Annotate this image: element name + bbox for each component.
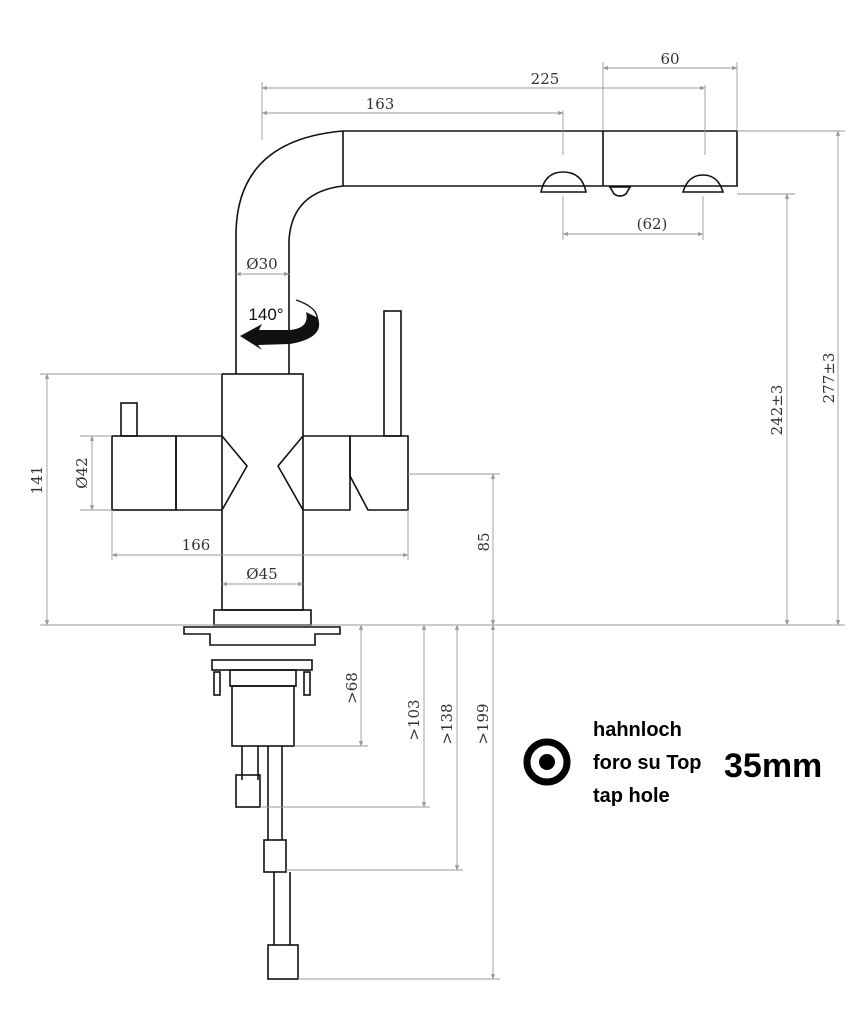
right-connector <box>277 435 351 511</box>
dim-min-138: >138 <box>438 703 456 744</box>
right-lever <box>383 310 402 437</box>
mounting-plate <box>183 626 341 646</box>
spray-head-right <box>681 174 725 193</box>
dim-min-68: >68 <box>343 672 361 704</box>
dim-diameter-42: Ø42 <box>73 457 91 488</box>
dim-242: 242±3 <box>768 385 786 436</box>
dim-163: 163 <box>366 95 395 113</box>
dim-141: 141 <box>28 466 46 495</box>
left-handle <box>111 435 177 511</box>
right-handle <box>349 435 409 511</box>
dim-min-199: >199 <box>474 703 492 744</box>
dim-166: 166 <box>182 536 211 554</box>
tap-hole-icon <box>523 738 571 786</box>
dim-min-103: >103 <box>405 699 423 740</box>
dim-85: 85 <box>475 532 493 551</box>
tap-hole-legend: hahnloch foro su Top tap hole 35mm <box>523 719 822 807</box>
left-lever <box>120 402 138 437</box>
spray-head-left <box>540 171 587 193</box>
legend-line-en: tap hole <box>593 785 670 807</box>
dim-diameter-30: Ø30 <box>246 255 277 273</box>
dimension-lines <box>40 62 845 980</box>
shank <box>231 685 295 747</box>
dim-diameter-45: Ø45 <box>246 565 277 583</box>
dim-62: (62) <box>637 215 668 233</box>
mounting-nut <box>211 659 313 671</box>
dimension-labels: 60 225 163 (62) Ø30 140° 141 Ø42 166 Ø45… <box>28 50 838 745</box>
dim-225: 225 <box>531 70 560 88</box>
faucet-outline <box>111 130 738 980</box>
dim-277: 277±3 <box>820 353 838 404</box>
rotation-angle: 140° <box>248 305 283 324</box>
legend-line-de: hahnloch <box>593 719 682 741</box>
hose-fitting-3 <box>267 944 299 980</box>
body-base <box>213 609 312 626</box>
bolt-right <box>303 671 311 696</box>
spout <box>235 130 738 374</box>
tap-hole-size: 35mm <box>724 747 822 785</box>
rotation-arrow-icon <box>240 312 320 350</box>
hose-fitting-1 <box>235 774 261 808</box>
left-connector <box>175 435 248 511</box>
spray-nozzle <box>608 186 632 197</box>
hose-fitting-2 <box>263 839 287 873</box>
bolt-left <box>213 671 221 696</box>
legend-line-it: foro su Top <box>593 752 702 774</box>
mounting-ring <box>229 669 297 687</box>
dim-60: 60 <box>660 50 679 68</box>
